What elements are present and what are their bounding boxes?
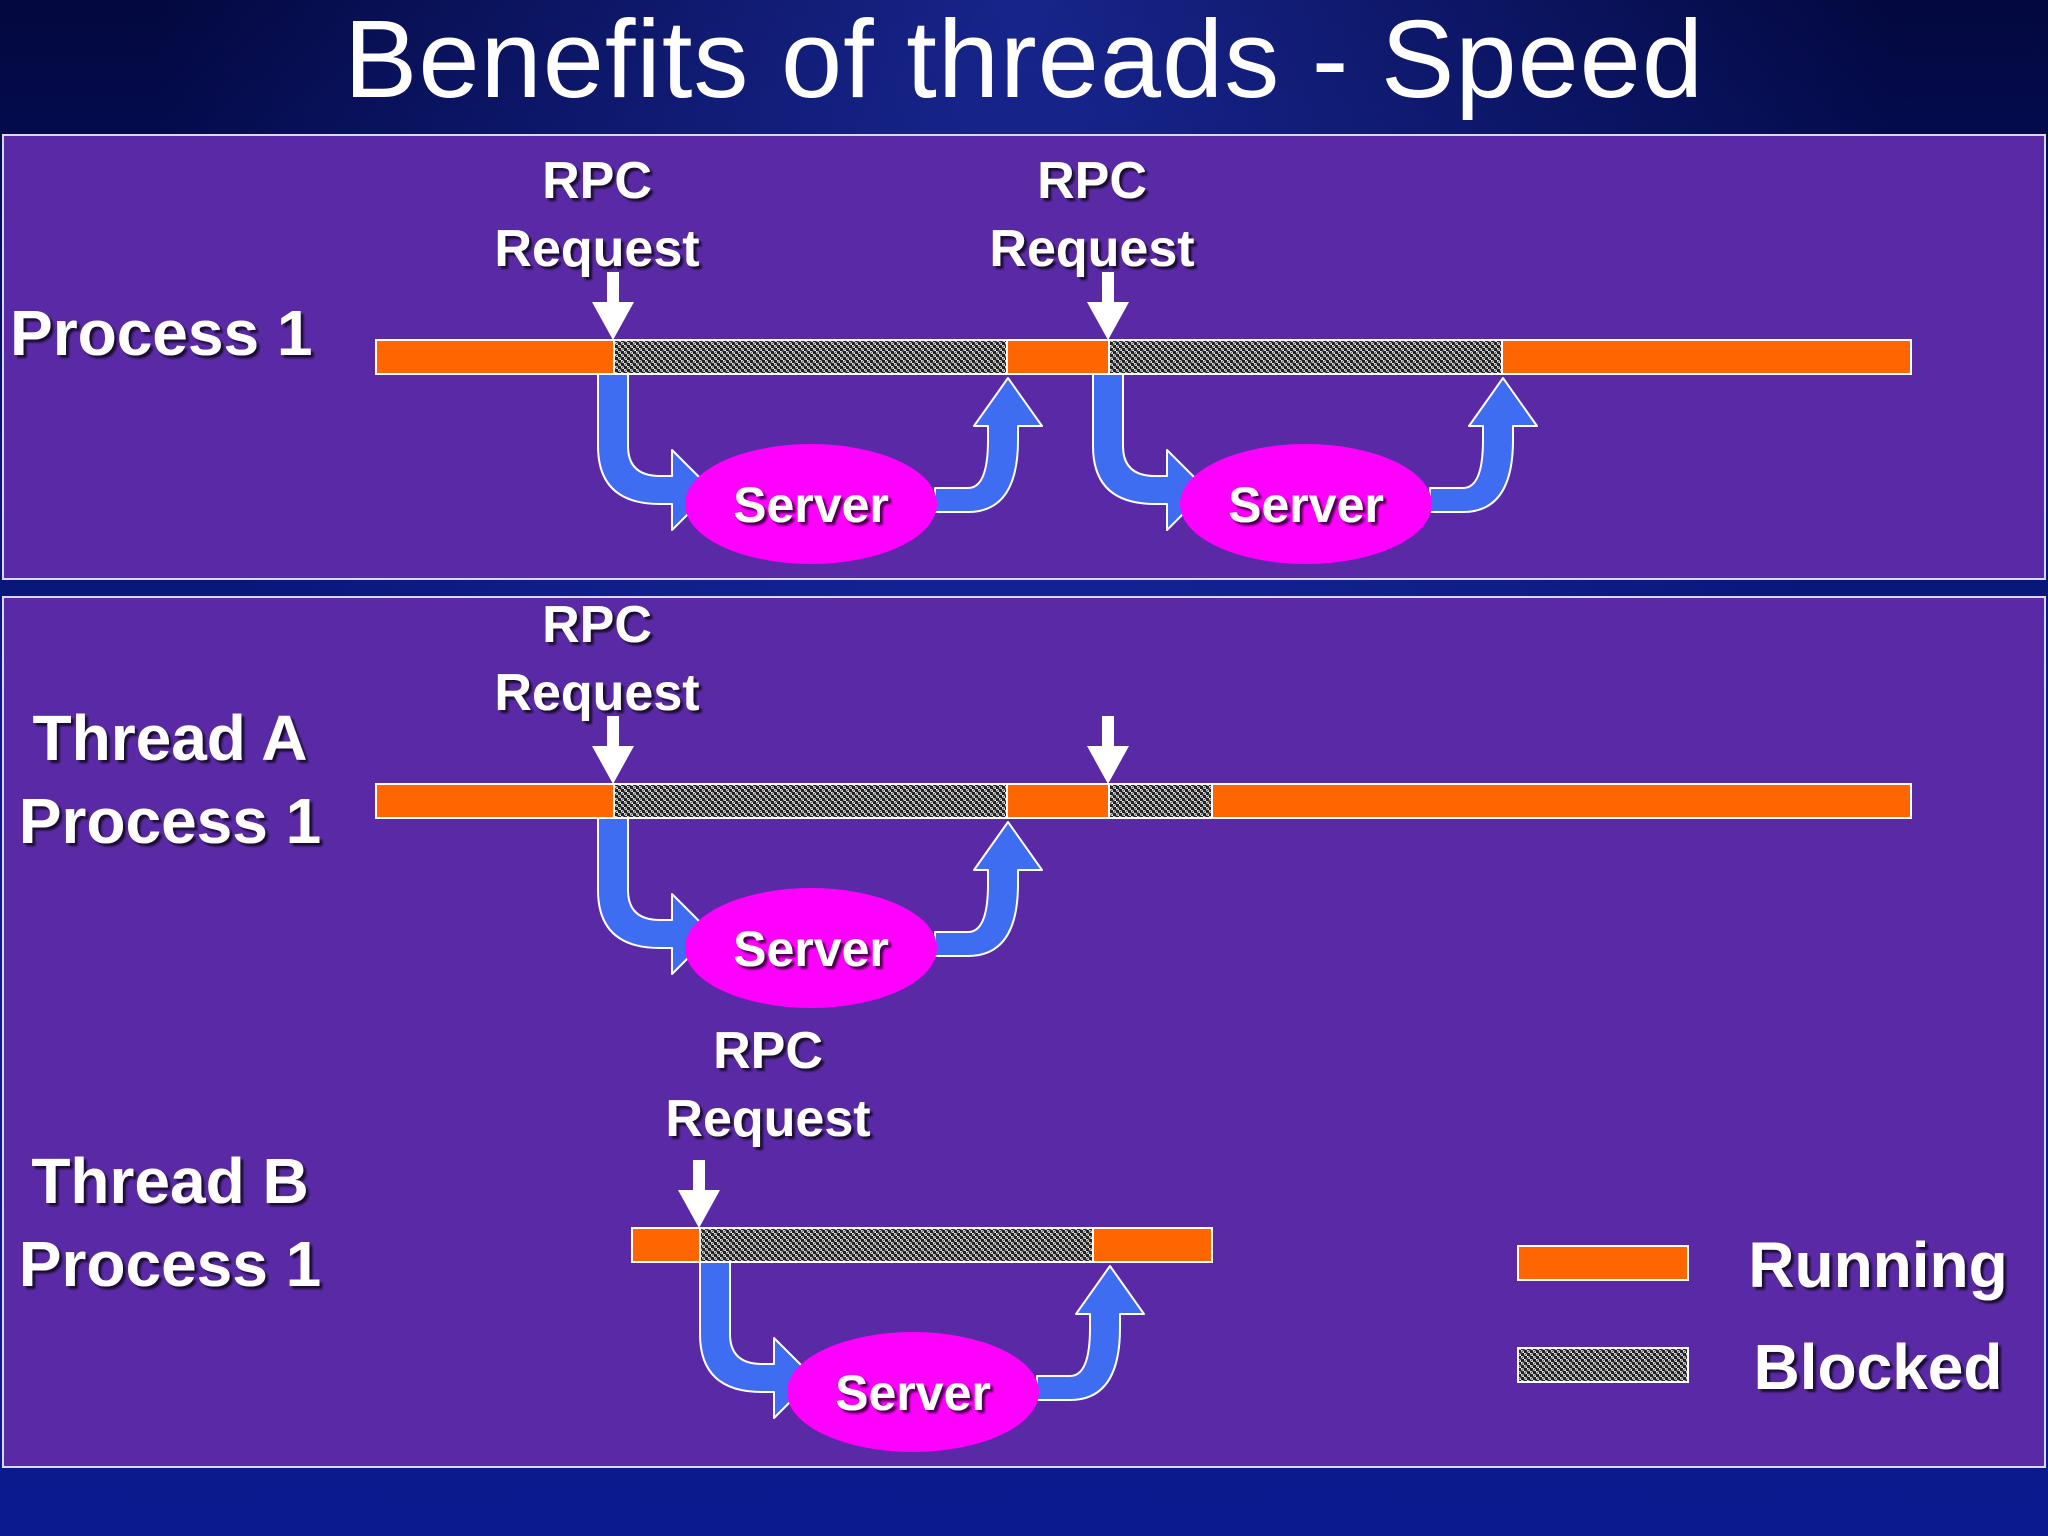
running-segment — [1211, 783, 1912, 819]
rpc-label-line1: RPC — [1037, 152, 1147, 210]
rpc-label-line1: RPC — [542, 152, 652, 210]
thread-b-timeline — [631, 1227, 1213, 1263]
blocked-segment — [699, 1227, 1094, 1263]
rpc-flow-arrows — [597, 373, 1538, 1419]
blocked-segment — [1108, 783, 1213, 819]
rpc-request-arrows — [592, 272, 1129, 1228]
running-segment — [1501, 339, 1912, 375]
request-arrow-icon — [678, 1160, 720, 1228]
return-arrow-icon — [934, 821, 1043, 957]
blocked-segment — [1108, 339, 1503, 375]
legend-blocked-swatch — [1517, 1347, 1689, 1383]
request-arrow-icon — [1087, 716, 1129, 784]
return-arrow-icon — [934, 377, 1043, 513]
rpc-label-line1: RPC — [542, 596, 652, 654]
server-node — [787, 1332, 1039, 1452]
threads-panel — [2, 596, 2046, 1468]
legend: Running Blocked — [1517, 1229, 2008, 1403]
process-1-timeline — [375, 339, 1912, 375]
running-segment — [1006, 339, 1110, 375]
rpc-label-line2: Request — [989, 220, 1194, 278]
request-arrow-icon — [592, 716, 634, 784]
call-arrow-icon — [597, 373, 713, 531]
rpc-label-line2: Request — [494, 664, 699, 722]
rpc-label-line2: Request — [665, 1090, 870, 1148]
thread-a-timeline — [375, 783, 1912, 819]
running-segment — [375, 783, 615, 819]
thread-b-process-label: Process 1 — [19, 1228, 321, 1300]
server-node — [1180, 444, 1432, 564]
call-arrow-icon — [699, 1261, 815, 1419]
server-label: Server — [835, 1365, 991, 1421]
rpc-label-line1: RPC — [713, 1022, 823, 1080]
running-segment — [631, 1227, 701, 1263]
return-arrow-icon — [1036, 1265, 1145, 1401]
legend-running-swatch — [1517, 1245, 1689, 1281]
blocked-segment — [613, 339, 1008, 375]
request-arrow-icon — [592, 272, 634, 340]
thread-a-label: Thread A — [33, 702, 308, 774]
thread-a-process-label: Process 1 — [19, 785, 321, 857]
server-label: Server — [733, 921, 889, 977]
server-node — [685, 444, 937, 564]
running-segment — [1006, 783, 1110, 819]
slide-title: Benefits of threads - Speed — [343, 0, 1705, 121]
running-segment — [1092, 1227, 1213, 1263]
thread-b-label: Thread B — [31, 1145, 308, 1217]
process-1-label: Process 1 — [10, 297, 312, 369]
running-segment — [375, 339, 615, 375]
legend-running-label: Running — [1748, 1229, 2007, 1301]
legend-blocked-label: Blocked — [1754, 1331, 2003, 1403]
server-node — [685, 888, 937, 1008]
call-arrow-icon — [1092, 373, 1208, 531]
server-label: Server — [1228, 477, 1384, 533]
request-arrow-icon — [1087, 272, 1129, 340]
blocked-segment — [613, 783, 1008, 819]
server-label: Server — [733, 477, 889, 533]
return-arrow-icon — [1429, 377, 1538, 513]
call-arrow-icon — [597, 817, 713, 975]
server-nodes: Server Server Server Server — [685, 444, 1432, 1452]
rpc-label-line2: Request — [494, 220, 699, 278]
